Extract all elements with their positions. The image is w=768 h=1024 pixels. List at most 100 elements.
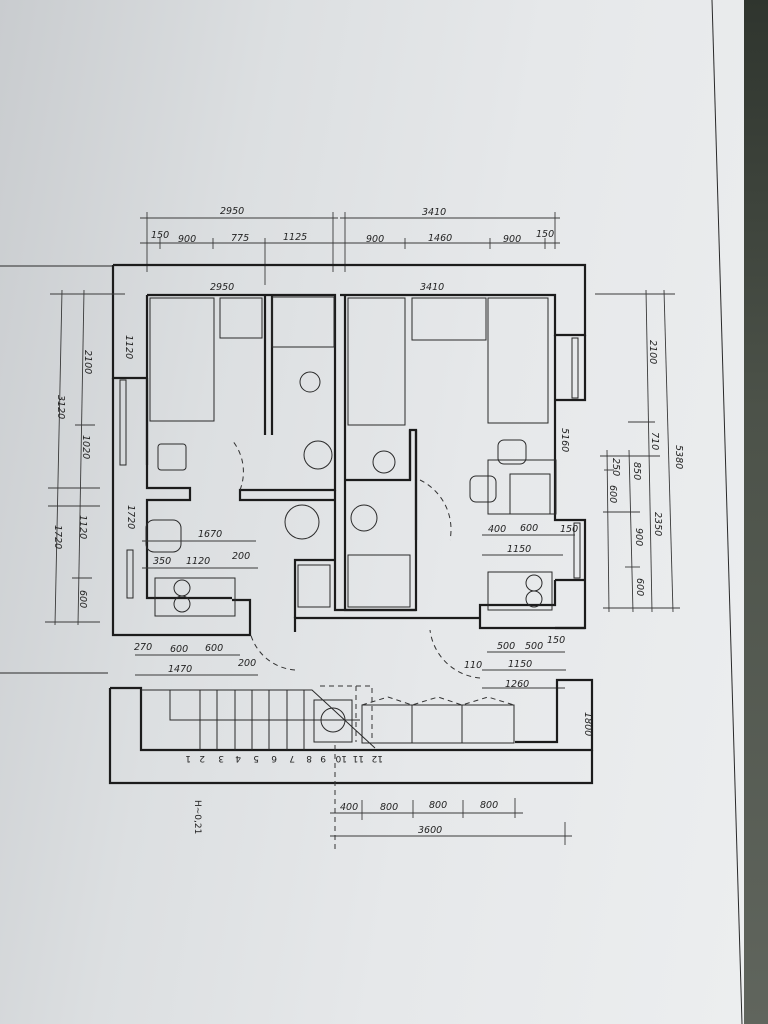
- dim-kitchen-left: 1120: [186, 556, 210, 567]
- stair-landing: [313, 699, 353, 743]
- dim-top-detail: 1460: [428, 233, 452, 244]
- stair-step-number: 12: [372, 753, 383, 763]
- hob-right: [509, 473, 551, 515]
- dim-left-inner: 600: [77, 590, 88, 608]
- stair-step-number: 4: [235, 753, 241, 763]
- dim-kitchen-left: 200: [232, 551, 250, 562]
- wall-label-left-upper: 1120: [123, 335, 134, 359]
- dim-top-total-right: 3410: [422, 207, 446, 218]
- stair-step-number: 1: [185, 753, 191, 763]
- door-swings: [231, 439, 481, 679]
- dim-top-detail: 900: [178, 234, 196, 245]
- sink-left: [303, 440, 333, 470]
- left-dimensions: 3120 1720 2100 1020 1120 600 1120 1720: [45, 289, 136, 626]
- storage-cabinets: [361, 704, 515, 744]
- shower-right: [347, 554, 411, 608]
- dim-kitchen-right: 600: [520, 523, 538, 534]
- table-background: [744, 0, 768, 1024]
- stair-step-number: 6: [271, 753, 277, 763]
- dim-top-detail: 900: [366, 234, 384, 245]
- dim-kitchen-left: 1670: [198, 529, 222, 540]
- dim-top-total-left: 2950: [220, 206, 244, 217]
- kitchen-counter-right: [487, 571, 553, 611]
- stair-step-number: 5: [253, 753, 259, 763]
- stair-step-number: 11: [353, 753, 364, 763]
- table-round: [284, 504, 320, 540]
- bed-left: [149, 297, 215, 422]
- dim-kitchen-left: 600: [205, 643, 223, 654]
- dim-right-far-right: 850: [631, 462, 642, 480]
- dim-left-inner: 2100: [82, 350, 93, 374]
- dim-kitchen-right: 150: [547, 635, 565, 646]
- stair-step-number: 10: [335, 753, 347, 763]
- kitchen-right-dimensions: 400 600 150 1150 500 500 150 110 1150 12…: [464, 523, 578, 690]
- chair-left: [157, 443, 187, 471]
- dim-top-detail: 775: [231, 233, 249, 244]
- exterior-walls: [111, 263, 587, 637]
- bed-right-2: [487, 297, 549, 424]
- dim-kitchen-left: 600: [170, 644, 188, 655]
- stair-block: 1800 1 2 3 4 5 6 7 8 9 10 11 12: [108, 678, 594, 850]
- desk-right: [487, 459, 557, 515]
- kitchen-counter-left: [154, 577, 236, 617]
- top-dimensions: 2950 3410 150 900 775 1125 900 1460 900 …: [140, 206, 560, 293]
- dim-left-outer: 1720: [52, 525, 63, 549]
- wardrobe-left: [219, 297, 263, 339]
- dim-right-far-right: 900: [633, 528, 644, 546]
- dim-top-detail: 150: [536, 229, 554, 240]
- dim-right-outer: 5380: [673, 445, 684, 469]
- bed-right-1: [347, 297, 406, 426]
- wardrobe-right: [411, 297, 487, 341]
- dim-bottom-segment: 800: [380, 802, 398, 813]
- dim-right-far-right: 600: [634, 578, 645, 596]
- stair-step-number: 7: [289, 753, 295, 763]
- room-width-left: 2950: [210, 282, 234, 293]
- dim-bottom-segment: 800: [480, 800, 498, 811]
- room-width-right: 3410: [420, 282, 444, 293]
- dim-kitchen-right: 1150: [508, 659, 532, 670]
- dim-bottom-segment: 800: [429, 800, 447, 811]
- dim-kitchen-right: 500: [525, 641, 543, 652]
- dim-kitchen-right: 1260: [505, 679, 529, 690]
- dim-left-inner: 1020: [80, 435, 91, 459]
- chair-right: [497, 439, 527, 465]
- shower-small: [297, 564, 331, 608]
- chair-right-2: [469, 475, 497, 503]
- wall-label-left-lower: 1720: [125, 505, 136, 529]
- stair-step-number: 3: [218, 753, 224, 763]
- dim-kitchen-left: 200: [238, 658, 256, 669]
- toilet-left: [299, 371, 321, 393]
- stair-step-number: 9: [320, 753, 326, 763]
- level-mark: H~0,21: [192, 800, 202, 834]
- dim-kitchen-left: 270: [134, 642, 152, 653]
- wall-label-stair: 1800: [582, 712, 593, 736]
- stair-step-number: 2: [199, 753, 205, 763]
- dim-kitchen-left: 1470: [168, 664, 192, 675]
- dim-left-inner: 1120: [77, 515, 88, 539]
- wall-label-right: 5160: [559, 428, 570, 452]
- dim-bottom-segment: 400: [340, 802, 358, 813]
- dim-right-far-left: 600: [607, 485, 618, 503]
- dim-kitchen-right: 150: [560, 524, 578, 535]
- dim-top-detail: 1125: [283, 232, 307, 243]
- paper-edge-line: [711, 0, 743, 1024]
- kitchen-left-dimensions: 1670 350 1120 200 270 600 600 1470 200: [134, 529, 258, 676]
- dim-right-far-left: 250: [610, 458, 621, 476]
- toilet-right: [372, 450, 396, 474]
- dim-right-inner: 2100: [647, 340, 658, 364]
- furniture: [145, 296, 557, 617]
- dim-left-outer: 3120: [55, 395, 66, 419]
- dim-kitchen-right: 110: [464, 660, 482, 671]
- dim-right-inner: 710: [649, 432, 660, 450]
- dim-kitchen-right: 500: [497, 641, 515, 652]
- dim-top-detail: 150: [151, 230, 169, 241]
- bottom-dimensions: 400 800 800 800 3600 H~0,21: [192, 798, 572, 845]
- dim-top-detail: 900: [503, 234, 521, 245]
- dim-bottom-total: 3600: [418, 825, 442, 836]
- dim-right-inner: 2350: [652, 512, 663, 536]
- windows: [119, 337, 581, 599]
- sink-right: [350, 504, 378, 532]
- dim-kitchen-left: 350: [153, 556, 171, 567]
- chair-kitchen-left: [145, 519, 182, 553]
